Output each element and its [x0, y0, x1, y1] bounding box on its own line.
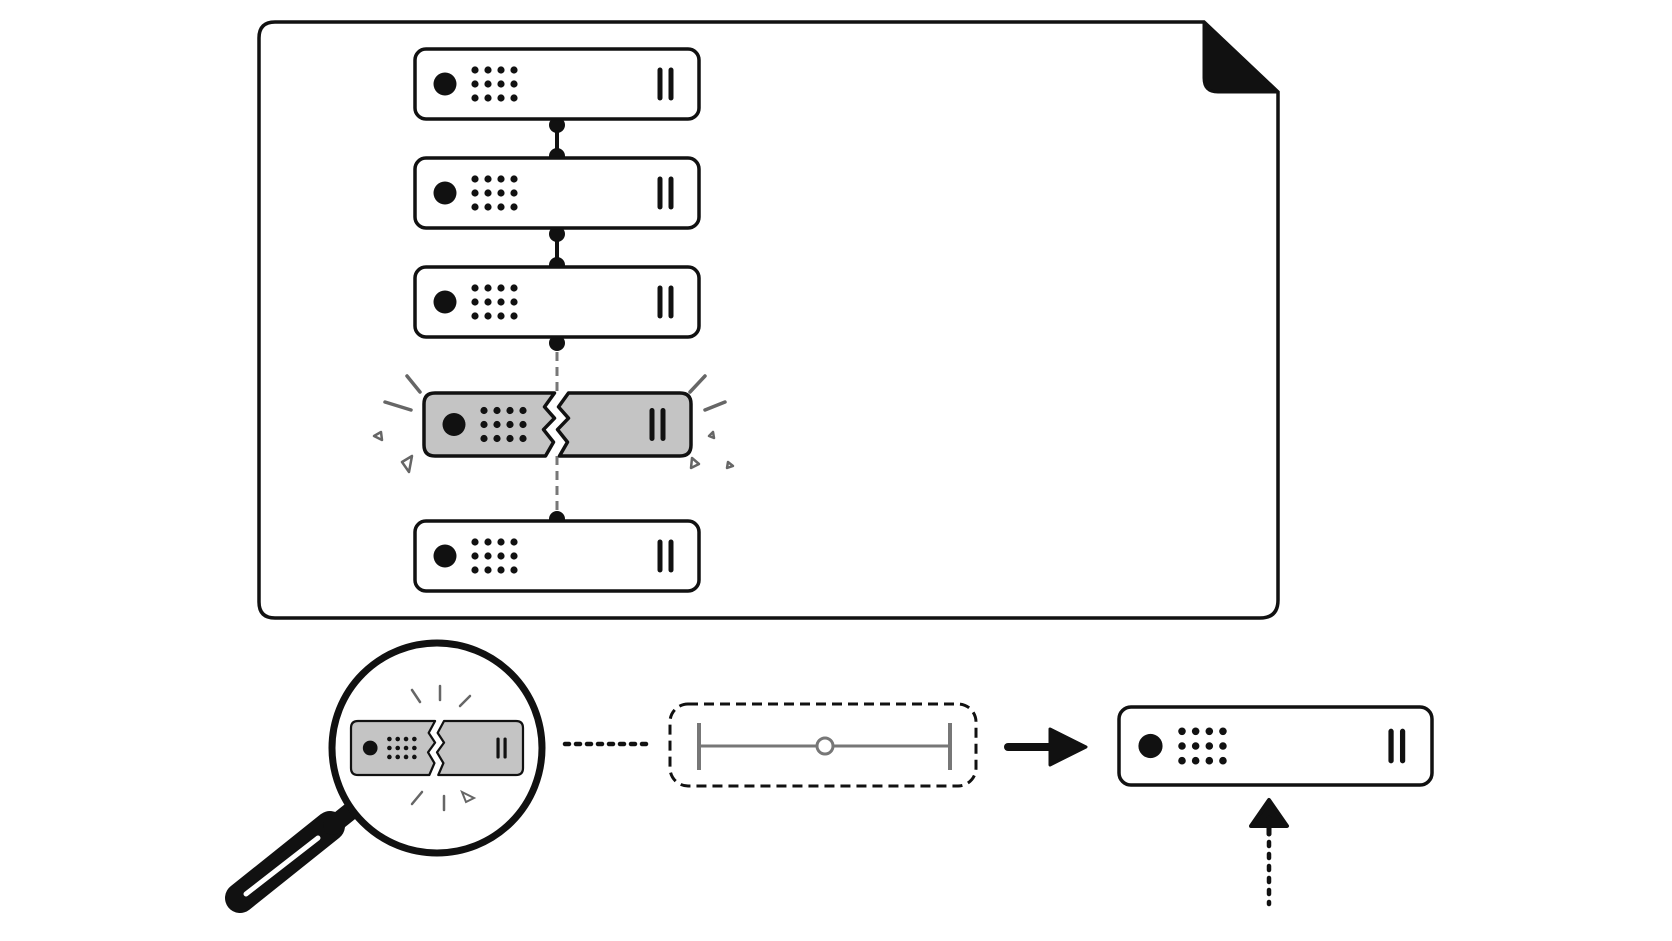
power-led	[433, 544, 457, 568]
gap-measure-box	[668, 702, 978, 788]
power-led	[433, 290, 457, 314]
document-frame	[257, 20, 1280, 620]
drive-bay-slots	[496, 737, 507, 759]
drive-bay-slots	[657, 285, 674, 319]
power-led	[433, 181, 457, 205]
server-unit-chassis	[413, 265, 701, 339]
broken-half-right	[555, 391, 693, 458]
vent-grid	[471, 284, 518, 320]
failure-splinters	[372, 374, 735, 474]
broken-half-left	[349, 719, 437, 777]
server-rack-unit-icon	[413, 47, 701, 121]
broken-server-unit-icon	[349, 719, 525, 777]
drive-bay-slots	[657, 176, 674, 210]
failure-splinters	[410, 684, 477, 812]
drive-bay-slots	[1388, 728, 1406, 764]
vent-grid	[387, 736, 417, 760]
power-led	[1138, 733, 1163, 759]
dashed-link-connector	[549, 335, 565, 393]
vent-grid	[471, 66, 518, 102]
magnified-view	[349, 684, 525, 812]
vent-grid	[480, 406, 527, 443]
server-rack-unit-icon	[413, 156, 701, 230]
vent-grid	[471, 175, 518, 211]
server-unit-chassis	[1117, 705, 1434, 787]
magnifier-lens	[328, 639, 546, 857]
server-unit-chassis	[413, 47, 701, 121]
drive-bay-slots	[657, 67, 674, 101]
power-led	[362, 740, 378, 756]
server-rack-unit-icon	[413, 519, 701, 593]
broken-half-right	[435, 719, 525, 777]
server-stack	[372, 47, 735, 593]
drive-bay-slots	[649, 408, 666, 441]
gap-measure-outline	[668, 702, 978, 788]
replacement-server-unit-icon	[1117, 705, 1434, 787]
vent-grid	[471, 538, 518, 574]
broken-server-unit-icon	[422, 391, 693, 458]
document-dog-ear-icon	[1202, 20, 1280, 94]
arrow-right-icon	[1004, 727, 1088, 767]
drive-bay-slots	[657, 539, 674, 573]
power-led	[433, 72, 457, 96]
server-unit-chassis	[413, 156, 701, 230]
vent-grid	[1178, 727, 1227, 765]
server-unit-chassis	[413, 519, 701, 593]
magnifying-glass-icon	[225, 639, 546, 913]
dotted-arrow-up-icon	[1249, 798, 1289, 907]
server-rack-unit-icon	[413, 265, 701, 339]
gap-midpoint-marker	[815, 736, 835, 756]
power-led	[442, 413, 466, 436]
document-outline	[257, 20, 1280, 620]
